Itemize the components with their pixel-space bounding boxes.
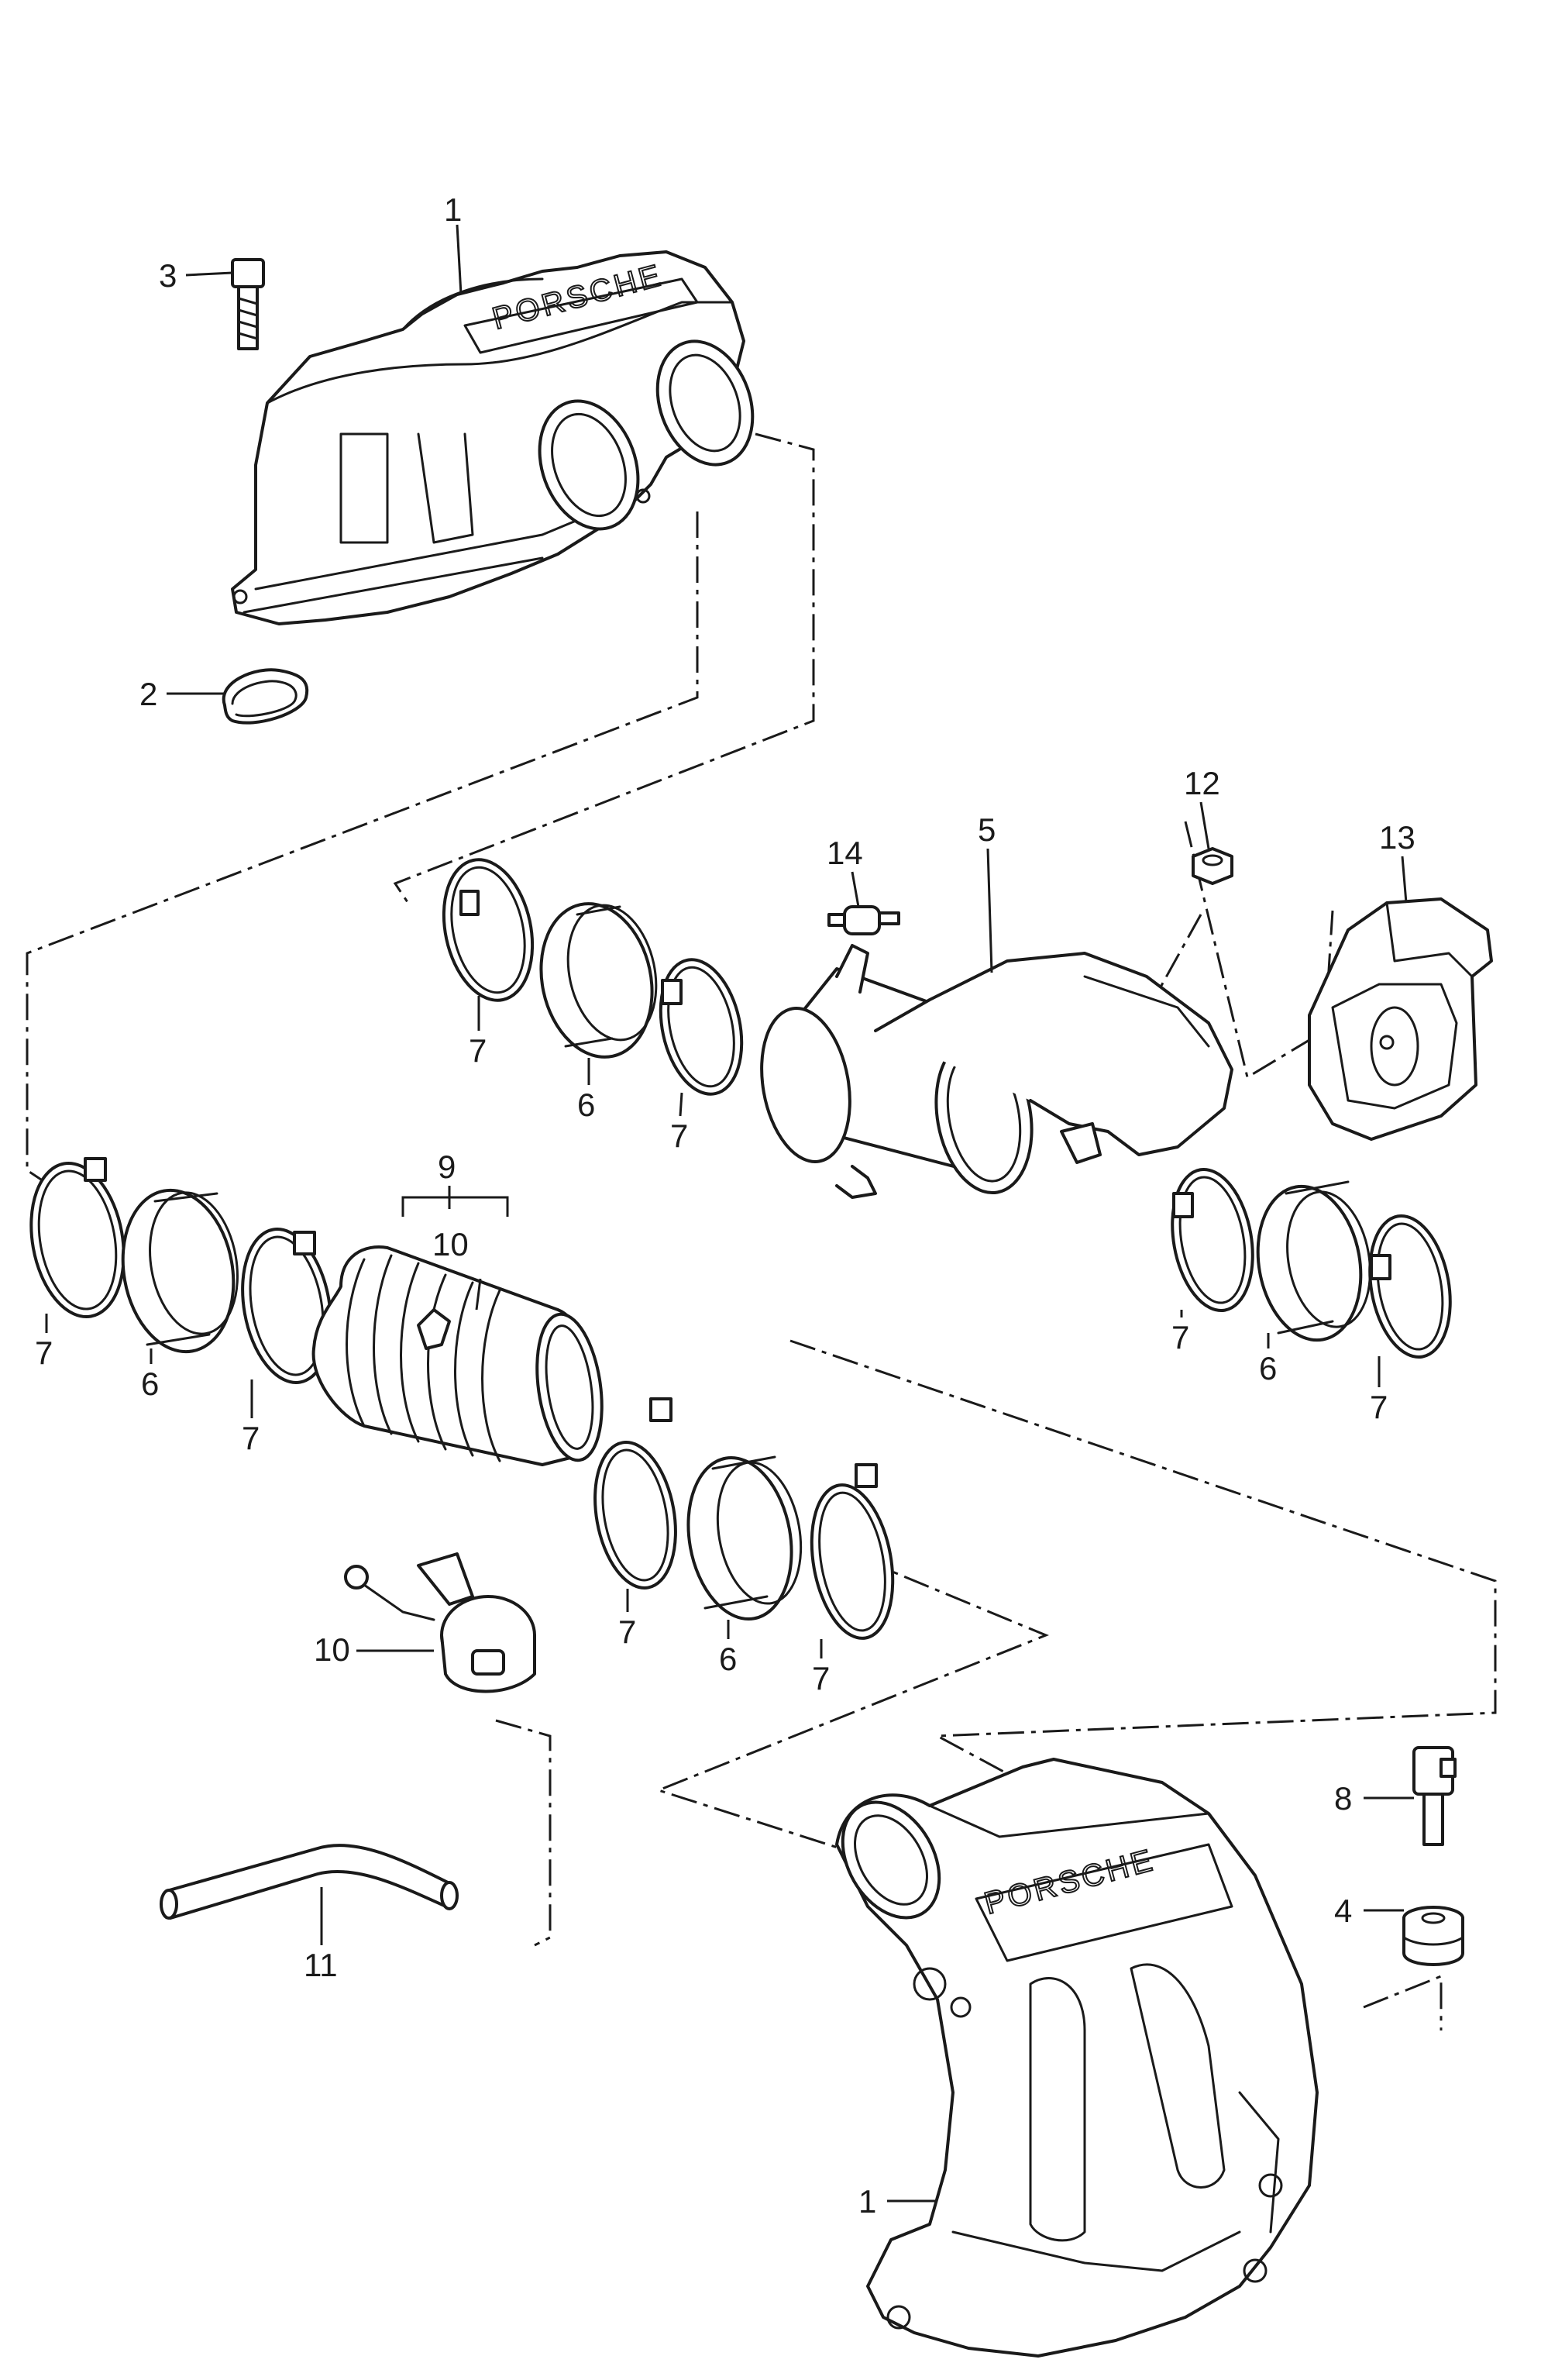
callout-10-top: 10 xyxy=(432,1226,469,1262)
bellows-hose xyxy=(311,1245,604,1466)
callout-7-g: 7 xyxy=(618,1614,636,1650)
coupling-sleeve xyxy=(1256,1180,1371,1342)
clamp xyxy=(593,1397,677,1590)
coupling-sleeve xyxy=(686,1455,803,1621)
callout-6-d: 6 xyxy=(719,1641,737,1677)
coupling-sleeve xyxy=(121,1188,239,1354)
nut xyxy=(1192,847,1233,885)
callout-7-f: 7 xyxy=(1370,1389,1388,1425)
clamp xyxy=(1368,1214,1452,1359)
callout-6-b: 6 xyxy=(141,1366,159,1402)
clamp xyxy=(442,858,535,1002)
callout-7-c: 7 xyxy=(35,1335,53,1371)
coupling-sleeve xyxy=(539,902,658,1059)
callout-2: 2 xyxy=(139,676,157,712)
callout-4: 4 xyxy=(1334,1893,1352,1929)
callout-5: 5 xyxy=(978,811,996,848)
sensor xyxy=(1412,1746,1457,1846)
intake-manifold-top: PORSCHE xyxy=(231,250,755,625)
leader-lines xyxy=(45,224,1414,2203)
callout-13: 13 xyxy=(1379,819,1415,856)
callout-7-a: 7 xyxy=(469,1032,487,1069)
callout-11: 11 xyxy=(304,1947,338,1983)
callout-8: 8 xyxy=(1334,1780,1352,1817)
gasket xyxy=(222,668,309,725)
callout-3: 3 xyxy=(159,257,177,294)
callout-6-a: 6 xyxy=(577,1087,595,1123)
callout-1-bottom: 1 xyxy=(858,2183,876,2220)
callout-1-top: 1 xyxy=(444,191,462,228)
clamp xyxy=(29,1157,126,1318)
clamp xyxy=(659,958,744,1096)
callout-7-d: 7 xyxy=(242,1420,260,1456)
clamp xyxy=(1171,1167,1254,1313)
callout-14: 14 xyxy=(827,835,863,871)
throttle-body xyxy=(1308,897,1493,1141)
callout-10-valve: 10 xyxy=(314,1631,350,1668)
clamp xyxy=(241,1228,332,1384)
vacuum-hose xyxy=(160,1844,459,1920)
intake-pipe xyxy=(760,944,1233,1199)
callout-12: 12 xyxy=(1184,765,1220,801)
vacuum-valve xyxy=(344,1552,536,1693)
callout-7-h: 7 xyxy=(812,1660,830,1696)
clamp xyxy=(810,1463,895,1640)
intake-manifold-bottom: PORSCHE xyxy=(835,1758,1319,2358)
callout-labels: 1 3 2 14 5 12 13 7 6 7 9 10 7 6 7 7 6 7 … xyxy=(35,191,1415,2220)
callout-7-b: 7 xyxy=(670,1118,688,1154)
bolt xyxy=(231,258,265,350)
callout-6-c: 6 xyxy=(1259,1350,1277,1386)
grommet xyxy=(1402,1906,1464,1966)
callout-9: 9 xyxy=(438,1149,456,1185)
rubber-mount xyxy=(827,905,900,935)
callout-7-e: 7 xyxy=(1171,1319,1189,1355)
